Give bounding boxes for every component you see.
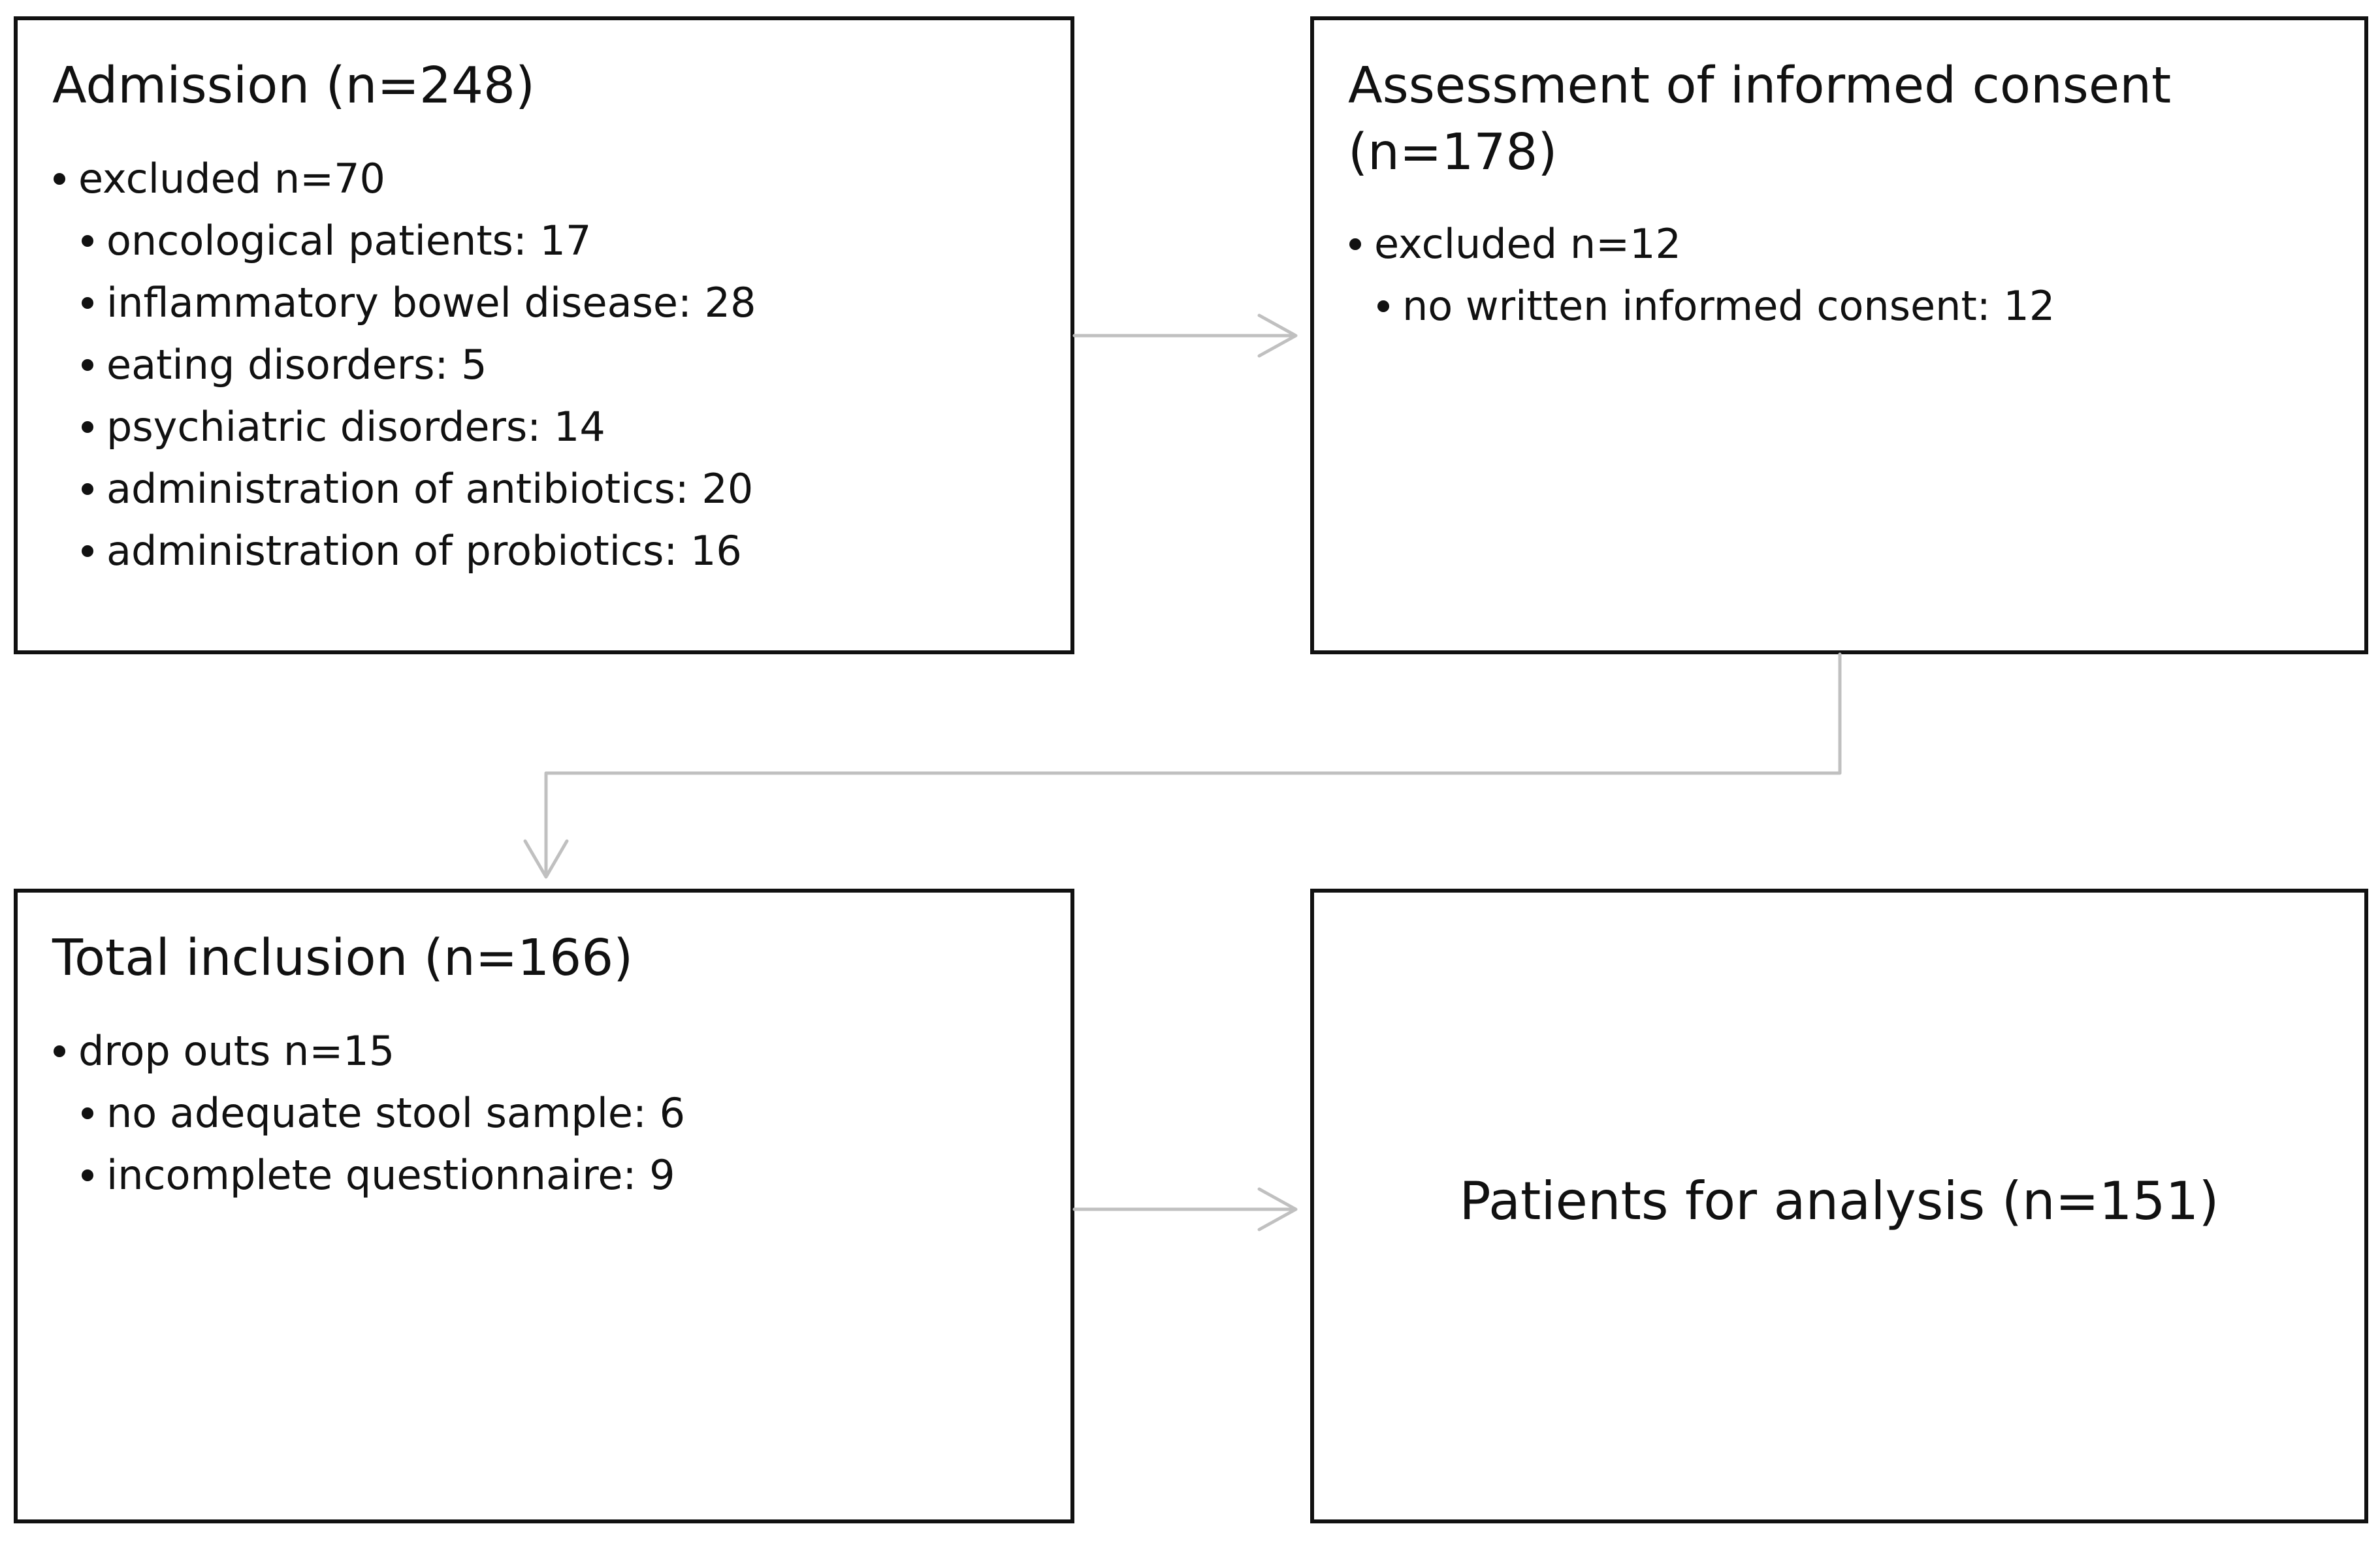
list-item: oncological patients: 17 [80, 210, 756, 272]
bullet-icon [82, 545, 93, 557]
bullet-icon [82, 483, 93, 495]
list-item-text: excluded n=70 [78, 155, 385, 202]
arrow-admission-to-consent [1072, 313, 1298, 358]
bullet-icon [82, 1107, 93, 1119]
list-item: psychiatric disorders: 14 [80, 396, 756, 458]
list-item: no written informed consent: 12 [1376, 275, 2055, 337]
inclusion-box: Total inclusion (n=166) drop outs n=15 n… [14, 889, 1074, 1523]
list-item: administration of antibiotics: 20 [80, 458, 756, 520]
bullet-icon [1349, 238, 1361, 250]
bullet-icon [82, 421, 93, 433]
arrow-inclusion-to-analysis [1072, 1187, 1298, 1231]
list-item: eating disorders: 5 [80, 334, 756, 396]
list-item-text: administration of probiotics: 16 [106, 527, 742, 575]
arrow-consent-to-inclusion [523, 652, 1842, 879]
admission-exclusion-list: excluded n=70 oncological patients: 17 i… [52, 148, 756, 582]
list-item: administration of probiotics: 16 [80, 520, 756, 582]
list-item-text: incomplete questionnaire: 9 [106, 1151, 675, 1199]
list-item: excluded n=12 [1348, 213, 2055, 275]
list-item-text: oncological patients: 17 [106, 217, 592, 264]
list-item: drop outs n=15 [52, 1020, 685, 1082]
bullet-icon [82, 358, 93, 371]
inclusion-title: Total inclusion (n=166) [52, 929, 634, 987]
analysis-box: Patients for analysis (n=151) [1310, 889, 2368, 1523]
list-item: no adequate stool sample: 6 [80, 1082, 685, 1144]
list-item-text: eating disorders: 5 [106, 341, 487, 389]
consent-title: Assessment of informed consent (n=178) [1348, 57, 2172, 182]
consent-box: Assessment of informed consent (n=178) e… [1310, 16, 2368, 654]
admission-box: Admission (n=248) excluded n=70 oncologi… [14, 16, 1074, 654]
list-item: incomplete questionnaire: 9 [80, 1144, 685, 1206]
bullet-icon [1377, 300, 1389, 312]
consent-exclusion-list: excluded n=12 no written informed consen… [1348, 213, 2055, 337]
list-item-text: administration of antibiotics: 20 [106, 465, 754, 513]
list-item: excluded n=70 [52, 148, 756, 210]
list-item-text: no adequate stool sample: 6 [106, 1089, 686, 1137]
list-item-text: drop outs n=15 [78, 1027, 395, 1075]
bullet-icon [82, 296, 93, 309]
list-item-text: psychiatric disorders: 14 [106, 403, 605, 451]
admission-title: Admission (n=248) [52, 57, 535, 115]
analysis-title: Patients for analysis (n=151) [1459, 1171, 2219, 1231]
list-item-text: no written informed consent: 12 [1402, 282, 2055, 330]
bullet-icon [54, 1045, 65, 1057]
bullet-icon [54, 172, 65, 185]
bullet-icon [82, 234, 93, 247]
bullet-icon [82, 1169, 93, 1181]
list-item-text: excluded n=12 [1374, 220, 1681, 268]
list-item: inflammatory bowel disease: 28 [80, 272, 756, 334]
inclusion-dropout-list: drop outs n=15 no adequate stool sample:… [52, 1020, 685, 1206]
list-item-text: inflammatory bowel disease: 28 [106, 279, 756, 326]
